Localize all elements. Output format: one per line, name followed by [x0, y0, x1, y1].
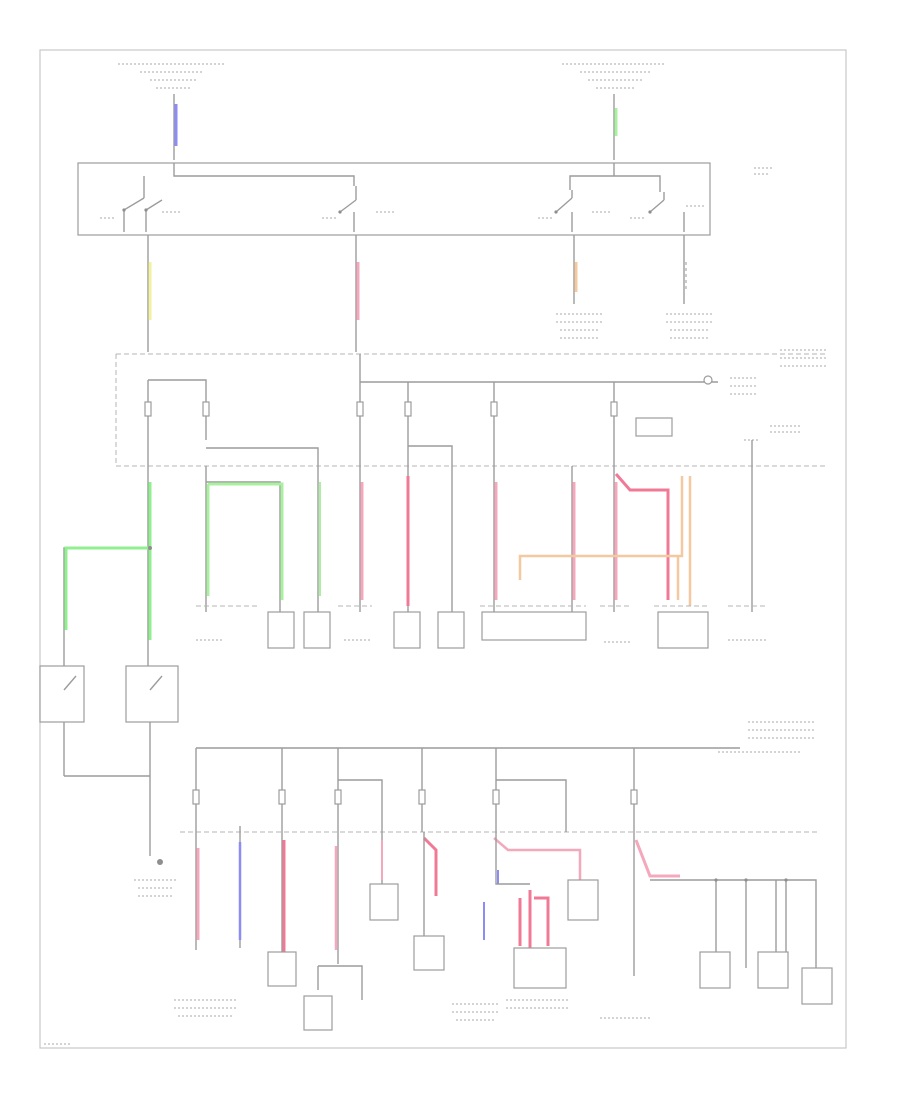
lower-fuse-box	[180, 721, 820, 833]
diagram-frame	[39, 49, 847, 1049]
top-left-source	[118, 63, 224, 160]
top-right-source	[562, 63, 666, 160]
ignition-switch-box	[77, 162, 774, 236]
left-switches	[39, 546, 179, 897]
upper-load-wires	[63, 466, 766, 690]
lower-load-wires	[195, 826, 817, 1019]
ignition-outputs	[147, 235, 714, 352]
lower-components	[44, 879, 833, 1045]
upper-components	[196, 611, 766, 649]
upper-fuse-box	[115, 349, 826, 467]
